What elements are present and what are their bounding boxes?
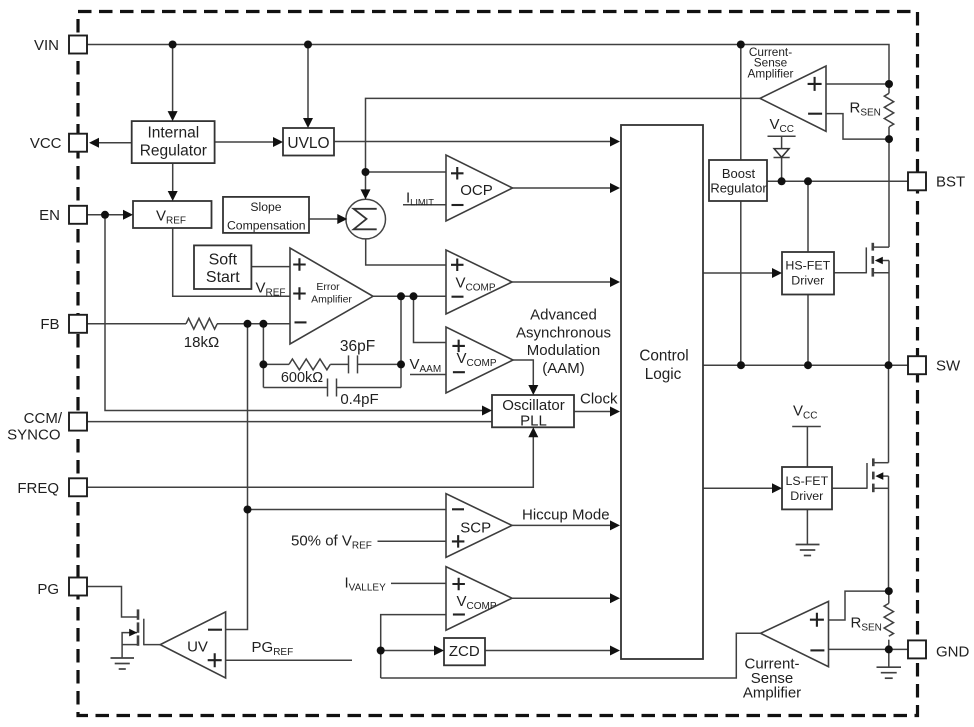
svg-text:UV: UV bbox=[187, 639, 208, 656]
svg-text:Advanced: Advanced bbox=[530, 307, 597, 324]
svg-text:Amplifier: Amplifier bbox=[743, 684, 801, 701]
svg-text:Regulator: Regulator bbox=[140, 142, 207, 159]
svg-text:FREQ: FREQ bbox=[17, 480, 59, 497]
svg-text:PLL: PLL bbox=[520, 413, 547, 430]
svg-text:PGREF: PGREF bbox=[252, 639, 294, 658]
svg-text:SCP: SCP bbox=[460, 520, 491, 537]
svg-text:Control: Control bbox=[639, 348, 688, 365]
svg-text:Driver: Driver bbox=[790, 489, 823, 503]
svg-text:36pF: 36pF bbox=[340, 338, 375, 355]
svg-text:SYNCO: SYNCO bbox=[7, 427, 60, 444]
svg-text:GND: GND bbox=[936, 643, 970, 660]
svg-text:Current-: Current- bbox=[744, 655, 799, 672]
svg-text:Driver: Driver bbox=[791, 273, 824, 287]
svg-text:Start: Start bbox=[206, 269, 240, 286]
svg-text:Regulator: Regulator bbox=[710, 180, 767, 195]
svg-text:Soft: Soft bbox=[209, 251, 238, 268]
svg-text:HS-FET: HS-FET bbox=[785, 258, 830, 272]
svg-text:PG: PG bbox=[37, 581, 59, 598]
svg-text:OCP: OCP bbox=[460, 182, 493, 199]
svg-text:Modulation: Modulation bbox=[527, 342, 600, 359]
svg-text:VCC: VCC bbox=[30, 135, 62, 152]
svg-text:VCC: VCC bbox=[770, 116, 794, 135]
svg-text:Asynchronous: Asynchronous bbox=[516, 325, 611, 342]
svg-text:Oscillator: Oscillator bbox=[502, 397, 565, 414]
svg-text:EN: EN bbox=[39, 207, 60, 224]
svg-text:RSEN: RSEN bbox=[851, 615, 882, 634]
svg-text:VIN: VIN bbox=[34, 37, 59, 54]
svg-text:0.4pF: 0.4pF bbox=[340, 391, 378, 408]
svg-text:Internal: Internal bbox=[147, 124, 199, 141]
svg-text:18kΩ: 18kΩ bbox=[184, 334, 219, 351]
svg-text:Slope: Slope bbox=[250, 200, 281, 214]
svg-text:BST: BST bbox=[936, 174, 965, 191]
svg-text:600kΩ: 600kΩ bbox=[281, 370, 323, 386]
svg-text:RSEN: RSEN bbox=[850, 100, 881, 119]
svg-text:Hiccup Mode: Hiccup Mode bbox=[522, 507, 610, 524]
svg-text:VREF: VREF bbox=[256, 280, 286, 299]
svg-text:ZCD: ZCD bbox=[449, 643, 480, 660]
svg-text:VAAM: VAAM bbox=[410, 356, 442, 375]
svg-text:Logic: Logic bbox=[645, 366, 682, 383]
svg-text:50% of VREF: 50% of VREF bbox=[291, 532, 372, 551]
svg-text:CCM/: CCM/ bbox=[24, 410, 63, 427]
svg-text:(AAM): (AAM) bbox=[542, 360, 585, 377]
svg-text:Clock: Clock bbox=[580, 391, 618, 408]
svg-text:ILIMIT: ILIMIT bbox=[406, 189, 434, 207]
svg-text:Amplifier: Amplifier bbox=[311, 294, 352, 306]
svg-text:Amplifier: Amplifier bbox=[748, 66, 794, 80]
svg-text:Sense: Sense bbox=[751, 670, 794, 687]
svg-text:UVLO: UVLO bbox=[287, 135, 329, 152]
svg-text:Compensation: Compensation bbox=[227, 218, 306, 232]
svg-text:FB: FB bbox=[40, 316, 59, 333]
svg-text:Error: Error bbox=[316, 281, 340, 293]
svg-text:Boost: Boost bbox=[722, 166, 756, 181]
svg-text:SW: SW bbox=[936, 357, 961, 374]
svg-text:IVALLEY: IVALLEY bbox=[345, 575, 387, 594]
svg-text:LS-FET: LS-FET bbox=[785, 474, 828, 488]
svg-text:Sense: Sense bbox=[754, 55, 788, 69]
svg-text:VCC: VCC bbox=[793, 403, 817, 422]
svg-text:Current-: Current- bbox=[749, 45, 792, 59]
